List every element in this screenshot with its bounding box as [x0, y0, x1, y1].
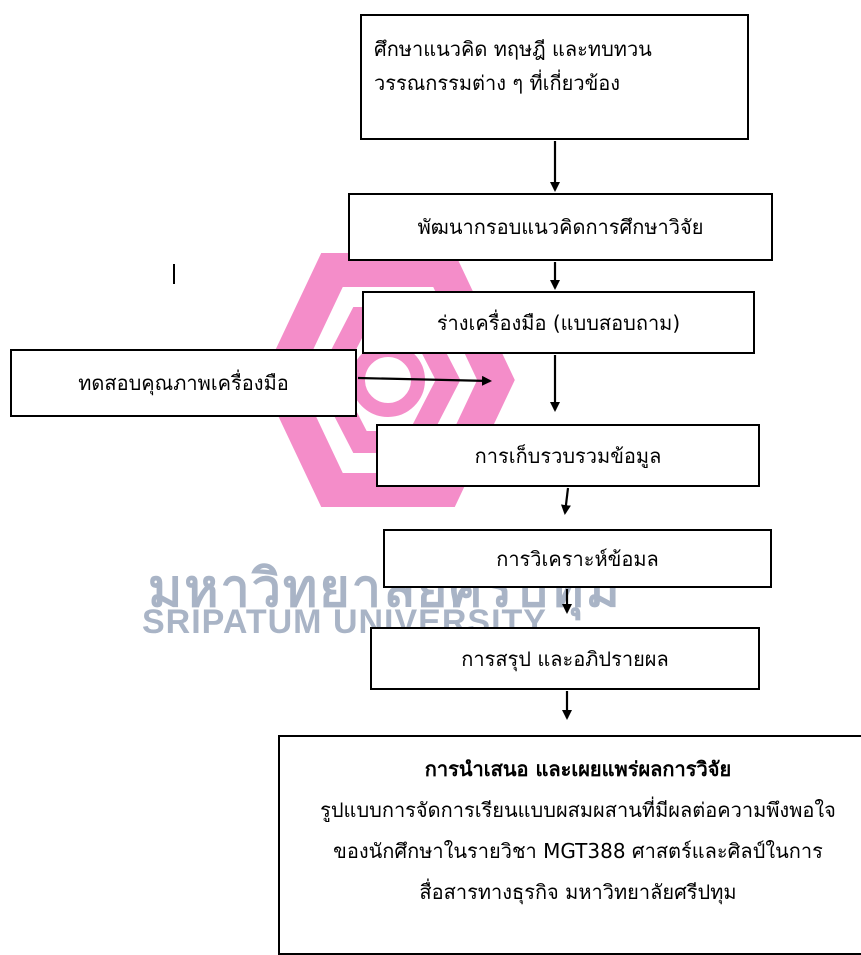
- step-conclude-text: การสรุป และอภิปรายผล: [461, 646, 669, 671]
- step-draft-tool-box: ร่างเครื่องมือ (แบบสอบถาม): [362, 291, 755, 354]
- logo-outer-hexagon: [261, 253, 515, 507]
- step-draft-tool-text: ร่างเครื่องมือ (แบบสอบถาม): [436, 310, 681, 335]
- step-framework-box: พัฒนากรอบแนวคิดการศึกษาวิจัย: [348, 193, 773, 261]
- step-review-text: ศึกษาแนวคิด ทฤษฎี และทบทวน วรรณกรรมต่าง …: [374, 37, 652, 95]
- arrow-collect-to-analyze: [560, 487, 571, 515]
- step-framework-text: พัฒนากรอบแนวคิดการศึกษาวิจัย: [417, 215, 704, 239]
- step-present-box: การนำเสนอ และเผยแพร่ผลการวิจัย รูปแบบการ…: [278, 735, 861, 955]
- step-collect-text: การเก็บรวบรวมข้อมูล: [474, 443, 662, 468]
- step-collect-box: การเก็บรวบรวมข้อมูล: [376, 424, 760, 487]
- step-present-title: การนำเสนอ และเผยแพร่ผลการวิจัย: [424, 757, 732, 781]
- step-analyze-box: การวิเคราะห์ข้อมล: [383, 529, 772, 588]
- step-present-body: รูปแบบการจัดการเรียนแบบผสมผสานที่มีผลต่อ…: [320, 798, 836, 904]
- stray-mark: [173, 264, 175, 284]
- arrow-test-tool-to-draft: [357, 375, 492, 386]
- step-test-tool-text: ทดสอบคุณภาพเครื่องมือ: [78, 371, 289, 395]
- step-analyze-text: การวิเคราะห์ข้อมล: [496, 546, 659, 571]
- step-test-tool-box: ทดสอบคุณภาพเครื่องมือ: [10, 349, 357, 417]
- step-conclude-box: การสรุป และอภิปรายผล: [370, 627, 760, 690]
- step-review-box: ศึกษาแนวคิด ทฤษฎี และทบทวน วรรณกรรมต่าง …: [360, 14, 749, 140]
